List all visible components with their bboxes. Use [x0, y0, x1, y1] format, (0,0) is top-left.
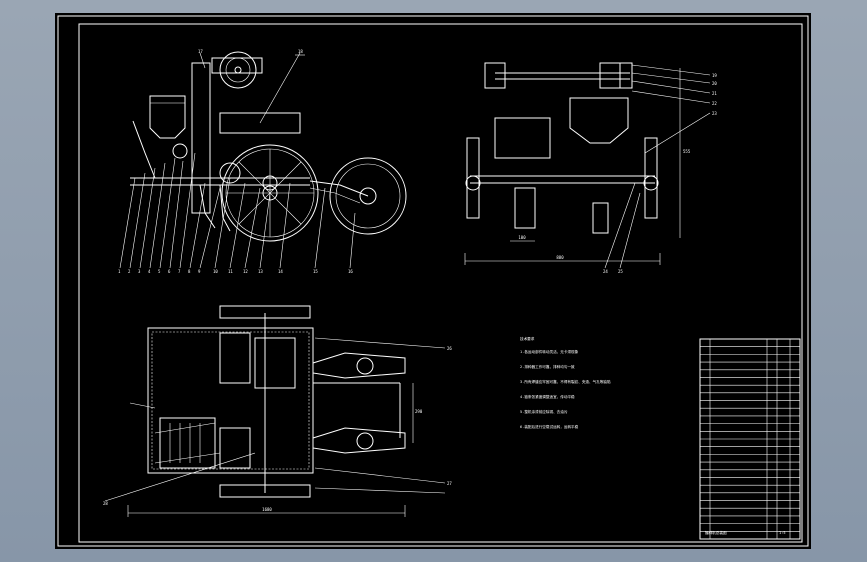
- part-callout-number: 13: [258, 269, 263, 274]
- plan-hopper: [159, 417, 216, 469]
- part-callout-number: 7: [178, 269, 181, 274]
- furrow-opener: [199, 184, 216, 229]
- cad-drawing: 880 100 555: [57, 15, 809, 547]
- part-callout-number: 17: [198, 49, 203, 54]
- chain-cover: [191, 62, 211, 214]
- plan-frame: [147, 327, 314, 474]
- part-callout-number: 12: [243, 269, 248, 274]
- part-callout-number: 26: [447, 346, 452, 351]
- part-callout-number: 1: [118, 269, 121, 274]
- part-callout-number: 15: [313, 269, 318, 274]
- title-block-scale: 1:5: [779, 531, 786, 535]
- front-left-wheel: [466, 137, 480, 219]
- part-callout-number: 10: [213, 269, 218, 274]
- part-callout-number: 22: [712, 101, 717, 106]
- handle-bar: [132, 120, 156, 179]
- part-callout-number: 27: [447, 481, 452, 486]
- front-hub-label: 100: [518, 235, 526, 240]
- part-callout-number: 3: [138, 269, 141, 274]
- tech-req-line: 1.各运动部件转动灵活，无卡滞现象: [520, 349, 579, 354]
- tech-req-heading: 技术要求: [520, 336, 535, 341]
- part-callout-number: 24: [603, 269, 608, 274]
- part-callout-number: 25: [618, 269, 623, 274]
- part-callout-number: 18: [298, 49, 303, 54]
- tech-req-line: 6.装配后进行空载试运转，运转平稳: [520, 424, 579, 429]
- top-sprocket: [219, 51, 257, 89]
- plan-length-label: 1680: [262, 507, 272, 512]
- outer-border: [57, 15, 809, 547]
- tech-req-line: 5.整机涂漆前应除锈、去油污: [520, 409, 568, 414]
- technical-requirements: 技术要求 1.各运动部件转动灵活，无卡滞现象 2.排种器工作可靠，排种均匀一致 3.…: [520, 336, 611, 429]
- part-callout-number: 19: [712, 73, 717, 78]
- part-callout-number: 11: [228, 269, 233, 274]
- tech-req-line: 4.链条张紧度调整适宜，传动平稳: [520, 394, 575, 399]
- tech-req-line: 3.所有焊缝应牢固可靠，不得有裂纹、夹渣、气孔等缺陷: [520, 379, 611, 384]
- front-height-label: 555: [683, 149, 691, 154]
- plan-press-wheel-lower: [312, 427, 406, 454]
- tech-req-line: 2.排种器工作可靠，排种均匀一致: [520, 364, 575, 369]
- plan-view: 1680 290: [104, 305, 446, 517]
- inner-border: [78, 23, 803, 543]
- plan-press-wheel-upper: [312, 352, 406, 379]
- seed-hopper: [149, 95, 186, 139]
- front-width-label: 880: [556, 255, 564, 260]
- part-callout-number: 21: [712, 91, 717, 96]
- part-callout-number: 9: [198, 269, 201, 274]
- part-callout-number: 8: [188, 269, 191, 274]
- part-callout-number: 5: [158, 269, 161, 274]
- plan-width-label: 290: [415, 409, 423, 414]
- parts-list: 播种机总装图 1:5: [699, 338, 801, 540]
- part-callout-number: 28: [103, 501, 108, 506]
- part-callout-number: 14: [278, 269, 283, 274]
- part-callout-number: 2: [128, 269, 131, 274]
- drive-wheel: [221, 144, 319, 242]
- part-callout-number: 16: [348, 269, 353, 274]
- frame-box: [219, 112, 301, 134]
- press-wheel: [329, 157, 407, 235]
- front-hopper: [569, 97, 629, 144]
- side-view: [119, 51, 407, 269]
- front-right-wheel: [644, 137, 658, 219]
- drawing-sheet: 880 100 555: [55, 13, 811, 549]
- title-block-title: 播种机总装图: [705, 530, 727, 535]
- front-view: 880 100 555: [464, 62, 711, 269]
- part-callout-number: 20: [712, 81, 717, 86]
- part-callout-number: 23: [712, 111, 717, 116]
- part-callout-number: 6: [168, 269, 171, 274]
- part-callout-number: 4: [148, 269, 151, 274]
